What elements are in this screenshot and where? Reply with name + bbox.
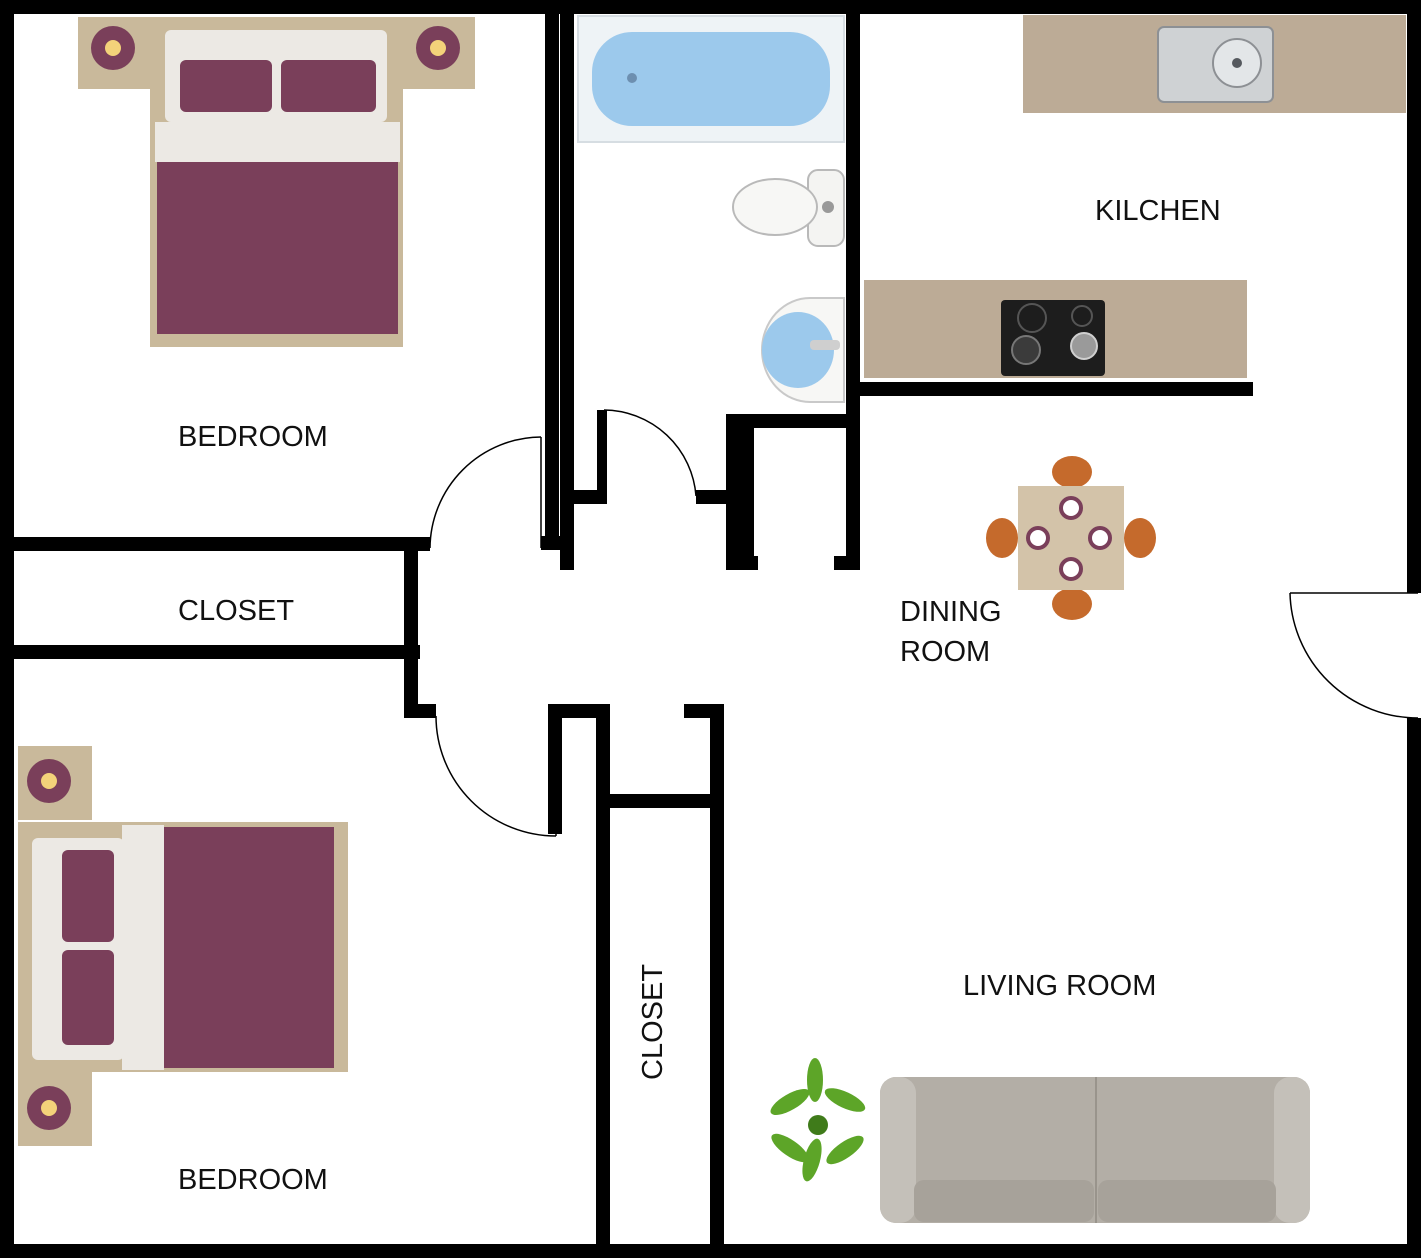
wall-outer-right-upper bbox=[1407, 0, 1421, 593]
wall-outer-left bbox=[0, 0, 14, 1258]
wall-closet-mid-left bbox=[596, 704, 610, 1258]
chair bbox=[986, 518, 1018, 558]
toilet-icon bbox=[732, 169, 845, 247]
bed-top bbox=[78, 17, 475, 347]
wall-closet-mid-left-outer bbox=[548, 704, 562, 834]
room-label-bedroom-top: BEDROOM bbox=[178, 421, 328, 453]
blanket-fold bbox=[155, 122, 400, 162]
wall-bathroom-closet-top bbox=[726, 414, 860, 428]
chair bbox=[1052, 588, 1092, 620]
plate-icon bbox=[1088, 526, 1112, 550]
room-label-dining-line1: DINING bbox=[900, 596, 1002, 628]
wall-closet-mid-right bbox=[710, 704, 724, 1258]
wall-bedroom-top-right bbox=[545, 14, 559, 550]
faucet-icon bbox=[810, 340, 840, 350]
door-swing-entry bbox=[1289, 592, 1419, 719]
chair bbox=[1124, 518, 1156, 558]
wall-bathroom-closet-left bbox=[726, 414, 740, 570]
tub-drain-icon bbox=[627, 73, 637, 83]
wall-closet-mid-top bbox=[596, 794, 724, 808]
wall-bathroom-closet-inner bbox=[740, 428, 754, 570]
lamp-bulb-icon bbox=[41, 1100, 57, 1116]
wall-outer-right-lower bbox=[1407, 718, 1421, 1258]
bathroom-fixtures bbox=[577, 15, 845, 403]
blanket-fold bbox=[122, 825, 164, 1070]
wall-outer-top bbox=[0, 0, 1421, 14]
plant-icon bbox=[770, 1058, 866, 1182]
kitchen-fixtures bbox=[864, 15, 1406, 378]
wall-bathroom-closet-foot-left bbox=[726, 556, 758, 570]
dining-set bbox=[986, 456, 1156, 620]
wall-bathroom-closet-foot-right bbox=[834, 556, 860, 570]
pillow bbox=[180, 60, 272, 112]
bedspread bbox=[164, 827, 334, 1068]
plate-icon bbox=[1026, 526, 1050, 550]
room-label-bedroom-bottom: BEDROOM bbox=[178, 1164, 328, 1196]
lamp-bulb-icon bbox=[105, 40, 121, 56]
wall-bedroom-bottom-door-stub bbox=[404, 704, 436, 718]
pillow bbox=[62, 850, 114, 942]
room-label-living: LIVING ROOM bbox=[963, 970, 1156, 1002]
wall-bathroom-door-stub-left bbox=[560, 490, 606, 504]
bedspread bbox=[157, 162, 398, 334]
lamp-bulb-icon bbox=[430, 40, 446, 56]
chair bbox=[1052, 456, 1092, 488]
pillow bbox=[281, 60, 376, 112]
pillow bbox=[62, 950, 114, 1045]
room-label-closet-left: CLOSET bbox=[178, 595, 294, 627]
lamp-bulb-icon bbox=[41, 773, 57, 789]
wall-bathroom-left bbox=[560, 14, 574, 570]
cooktop-icon bbox=[1001, 300, 1105, 376]
door-swing-bedroom-bottom bbox=[435, 715, 557, 837]
room-label-closet-middle: CLOSET bbox=[637, 964, 669, 1080]
wall-bedroom-bottom-jamb bbox=[404, 645, 418, 717]
sofa-icon bbox=[880, 1077, 1310, 1223]
bed-bottom bbox=[18, 746, 348, 1146]
wall-bathroom-right bbox=[846, 14, 860, 570]
wall-kitchen-bottom bbox=[846, 382, 1253, 396]
plate-icon bbox=[1059, 557, 1083, 581]
door-swing-bathroom bbox=[603, 409, 697, 497]
wall-closet-left-bottom bbox=[0, 645, 420, 659]
room-label-dining-line2: ROOM bbox=[900, 636, 990, 668]
plate-icon bbox=[1059, 496, 1083, 520]
bathroom-sink-icon bbox=[761, 297, 845, 403]
kitchen-sink-icon bbox=[1157, 26, 1274, 103]
door-swing-bedroom-top bbox=[429, 436, 542, 549]
room-label-kitchen: KILCHEN bbox=[1095, 195, 1221, 227]
wall-closet-left-end bbox=[404, 537, 418, 659]
wall-bathroom-door-jamb bbox=[597, 410, 607, 504]
wall-closet-left-top bbox=[0, 537, 430, 551]
tub-water bbox=[592, 32, 830, 126]
